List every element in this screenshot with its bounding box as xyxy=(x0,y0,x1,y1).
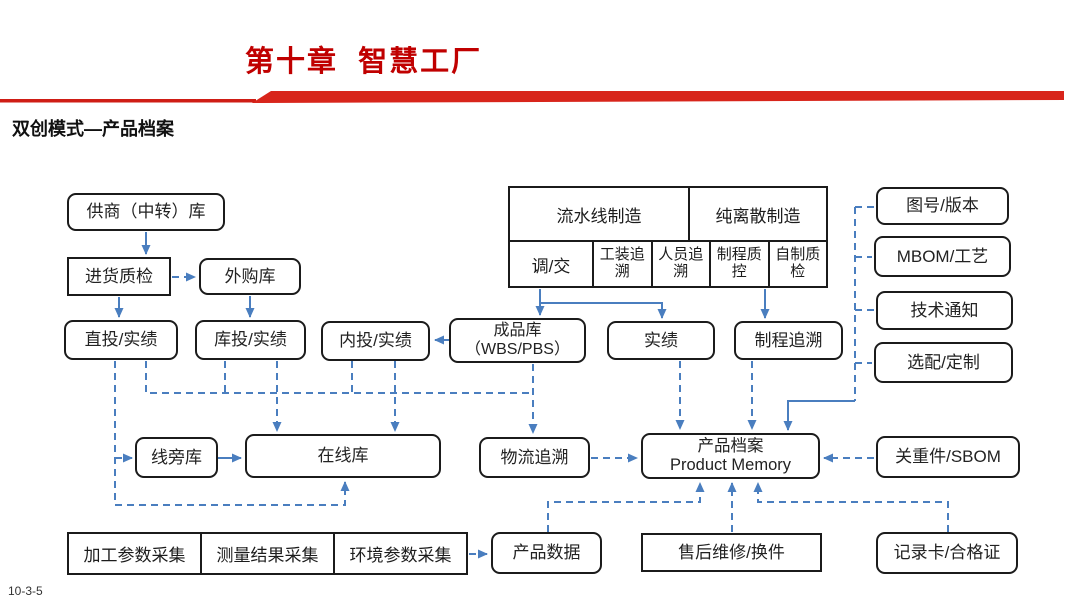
collection-table: 加工参数采集 测量结果采集 环境参数采集 xyxy=(67,532,468,575)
node-incoming-quality-check: 进货质检 xyxy=(67,257,171,296)
node-internal-issue-actuals: 内投/实绩 xyxy=(321,321,430,361)
product-memory-line2: Product Memory xyxy=(669,456,792,474)
node-finished-goods-warehouse: 成品库 （WBS/PBS） xyxy=(449,318,586,363)
node-store-issue-actuals: 库投/实绩 xyxy=(195,320,306,360)
node-actuals: 实绩 xyxy=(607,321,715,360)
manufacturing-table-detail-row: 调/交 工装追溯 人员追溯 制程质控 自制质检 xyxy=(510,242,826,286)
finished-goods-line1: 成品库 xyxy=(493,322,542,340)
cell-measurement-result-collection: 测量结果采集 xyxy=(200,534,333,573)
node-product-memory: 产品档案 Product Memory xyxy=(641,433,820,479)
chapter-title: 第十章 智慧工厂 xyxy=(245,46,483,78)
product-memory-line1: 产品档案 xyxy=(697,437,764,456)
node-supplier-transfer-warehouse: 供商（中转）库 xyxy=(67,193,225,231)
manufacturing-table: 流水线制造 纯离散制造 调/交 工装追溯 人员追溯 制程质控 自制质检 xyxy=(508,186,828,288)
cell-personnel-trace: 人员追溯 xyxy=(650,242,710,286)
manufacturing-table-header-row: 流水线制造 纯离散制造 xyxy=(510,188,826,242)
cell-flow-line-manufacturing: 流水线制造 xyxy=(510,188,690,240)
node-online-warehouse: 在线库 xyxy=(245,434,441,478)
node-logistics-trace: 物流追溯 xyxy=(479,437,590,478)
node-technical-notice: 技术通知 xyxy=(876,291,1013,330)
cell-environment-parameter-collection: 环境参数采集 xyxy=(333,534,466,573)
node-purchase-warehouse: 外购库 xyxy=(199,258,301,295)
node-product-data: 产品数据 xyxy=(491,532,602,574)
node-drawing-number-version: 图号/版本 xyxy=(876,187,1009,225)
node-option-customization: 选配/定制 xyxy=(874,342,1013,383)
cell-self-made-inspection: 自制质检 xyxy=(767,242,827,286)
node-mbom-process: MBOM/工艺 xyxy=(874,236,1011,277)
cell-dispatch-delivery: 调/交 xyxy=(531,256,571,276)
node-direct-issue-actuals: 直投/实绩 xyxy=(64,320,178,360)
header-divider xyxy=(0,91,1064,103)
node-after-sales-repair: 售后维修/换件 xyxy=(641,533,822,572)
cell-tooling-trace: 工装追溯 xyxy=(592,242,651,286)
node-line-side-warehouse: 线旁库 xyxy=(135,437,218,478)
solid-arrows xyxy=(114,232,855,463)
cell-processing-parameter-collection: 加工参数采集 xyxy=(83,546,186,565)
node-process-trace: 制程追溯 xyxy=(734,321,843,360)
node-critical-parts-sbom: 关重件/SBOM xyxy=(876,436,1020,478)
slide-subtitle: 双创模式—产品档案 xyxy=(12,119,174,139)
cell-discrete-manufacturing: 纯离散制造 xyxy=(715,206,801,226)
node-record-card-certificate: 记录卡/合格证 xyxy=(876,532,1018,574)
cell-process-quality-control: 制程质控 xyxy=(709,242,768,286)
finished-goods-line2: （WBS/PBS） xyxy=(465,340,570,358)
page-number: 10-3-5 xyxy=(8,584,43,598)
dashed-arrows xyxy=(114,206,949,559)
